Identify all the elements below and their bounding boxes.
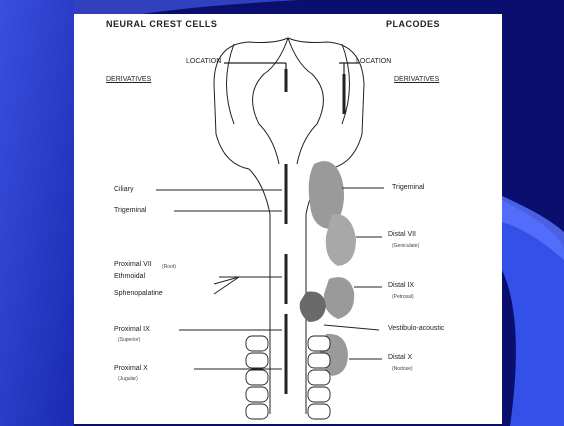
label-proximal-x-sub: (Jugular)	[118, 375, 138, 383]
label-proximal-ix: Proximal IX	[114, 326, 150, 334]
label-ethmoid: Ethmoidal	[114, 273, 145, 281]
label-trigeminal-right: Trigeminal	[392, 184, 424, 192]
label-vestibulo-acoustic: Vestibulo-acoustic	[388, 325, 444, 333]
label-distal-x-sub: (Nodose)	[392, 365, 413, 373]
diagram-panel: NEURAL CREST CELLS PLACODES LOCATION DER…	[74, 14, 502, 424]
label-ciliary: Ciliary	[114, 186, 133, 194]
label-proximal-vii: Proximal VII	[114, 261, 152, 269]
label-distal-vii-sub: (Geniculate)	[392, 242, 419, 250]
right-header: PLACODES	[386, 20, 440, 28]
label-proximal-x: Proximal X	[114, 365, 148, 373]
right-derivatives-label: DERIVATIVES	[394, 76, 439, 84]
label-proximal-ix-sub: (Superior)	[118, 336, 140, 344]
left-header: NEURAL CREST CELLS	[106, 20, 217, 28]
right-location-label: LOCATION	[356, 58, 391, 66]
label-distal-vii: Distal VII	[388, 231, 416, 239]
left-location-label: LOCATION	[186, 58, 221, 66]
label-distal-ix: Distal IX	[388, 282, 414, 290]
label-trigeminal-left: Trigeminal	[114, 207, 146, 215]
label-proximal-vii-sub: (Root)	[162, 263, 176, 271]
label-distal-x: Distal X	[388, 354, 412, 362]
label-distal-ix-sub: (Petrosal)	[392, 293, 414, 301]
label-sphenopalatine: Sphenopalatine	[114, 290, 163, 298]
left-derivatives-label: DERIVATIVES	[106, 76, 151, 84]
